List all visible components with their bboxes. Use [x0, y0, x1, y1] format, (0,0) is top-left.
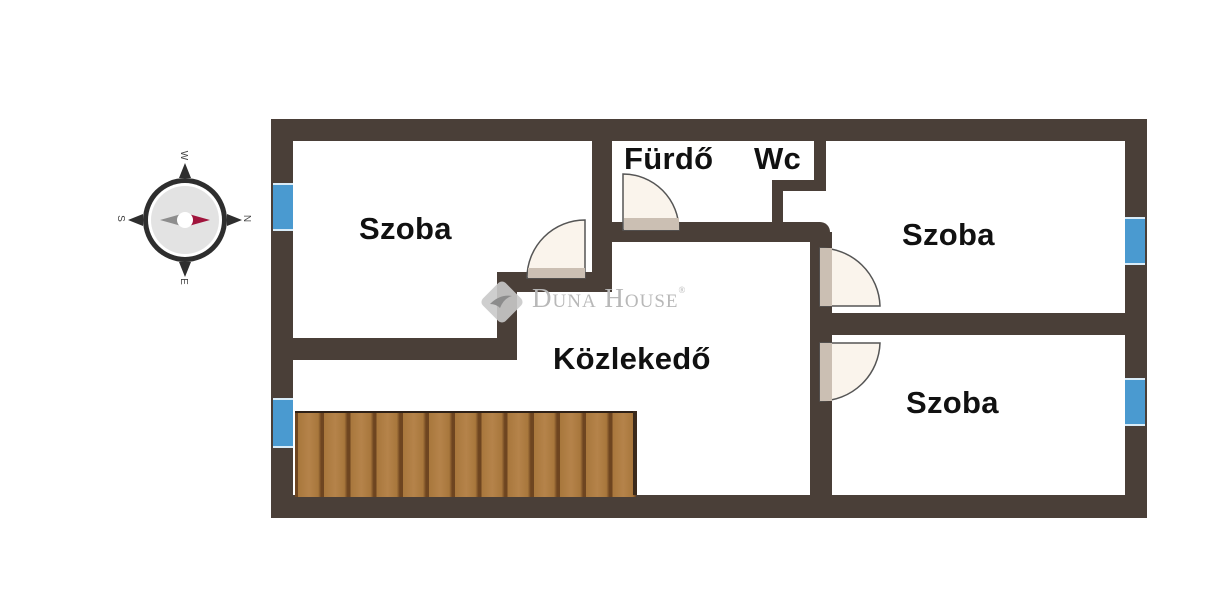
watermark-text: Duna House®	[532, 283, 686, 314]
compass: W E S N	[115, 150, 255, 290]
room-label-furdo: Fürdő	[624, 141, 714, 176]
compass-label-west: W	[178, 150, 190, 161]
compass-label-south: S	[114, 215, 126, 222]
door-swing-icon	[819, 342, 881, 402]
window-right-top	[1125, 217, 1145, 265]
room-label-top-right-szoba: Szoba	[902, 217, 995, 252]
wall-right-rooms-divider	[810, 313, 1127, 335]
watermark-brand: Duna House	[532, 283, 679, 313]
door-left-room	[525, 218, 595, 285]
registered-mark: ®	[678, 285, 687, 295]
wall-wc-h	[772, 180, 826, 191]
duna-house-logo	[476, 276, 528, 333]
door-swing-icon	[819, 247, 881, 307]
wall-wc-v	[772, 180, 783, 224]
door-swing-icon	[526, 219, 586, 279]
outer-wall-left	[271, 119, 293, 518]
outer-wall-bottom	[271, 495, 1147, 518]
staircase	[295, 411, 636, 497]
duna-house-logo-icon	[481, 281, 523, 323]
room-label-wc: Wc	[754, 141, 802, 176]
window-left-top	[273, 183, 293, 231]
outer-wall-top	[271, 119, 1147, 141]
compass-rose-icon	[128, 163, 242, 277]
window-left-bottom	[273, 398, 293, 448]
wall-left-room-bottom-h2	[293, 338, 517, 360]
door-bottom-right-room	[818, 341, 884, 408]
room-label-kozlekedo: Közlekedő	[553, 341, 711, 376]
outer-wall-right	[1125, 119, 1147, 518]
room-label-left-szoba: Szoba	[359, 211, 452, 246]
wall-left-room-bath	[592, 141, 612, 292]
door-bathroom	[621, 172, 685, 237]
door-top-right-room	[818, 246, 884, 313]
compass-label-east: E	[177, 278, 189, 285]
room-label-bottom-right-szoba: Szoba	[906, 385, 999, 420]
wall-wc-right	[814, 141, 826, 191]
compass-label-north: N	[241, 214, 253, 223]
door-swing-icon	[622, 173, 680, 231]
staircase-edge	[633, 411, 637, 495]
window-right-bottom	[1125, 378, 1145, 426]
